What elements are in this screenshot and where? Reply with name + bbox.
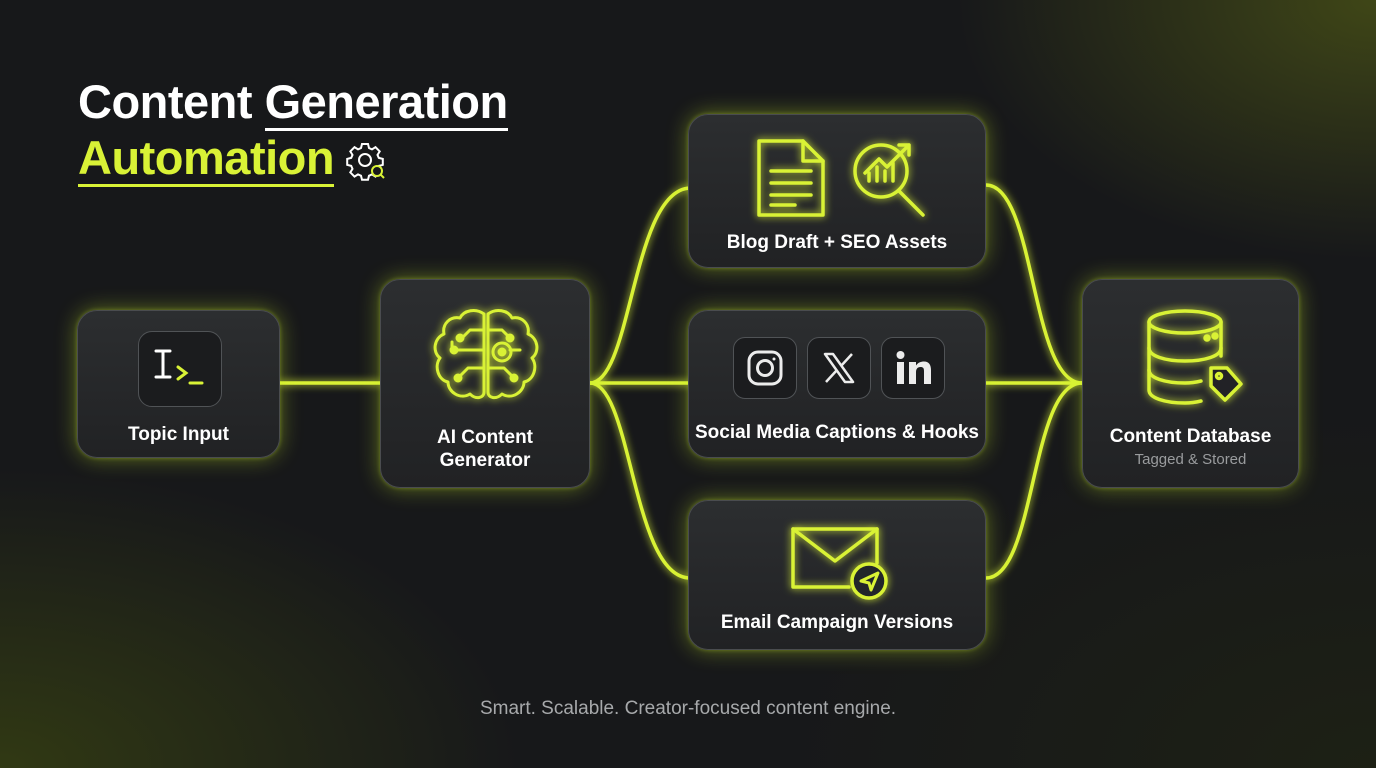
- title-underlined: Generation: [264, 75, 508, 131]
- topic-input-label: Topic Input: [128, 424, 229, 445]
- wire-email-to-db: [984, 381, 1084, 580]
- database-label: Content Database: [1109, 426, 1272, 447]
- social-label: Social Media Captions & Hooks: [695, 422, 979, 443]
- gear-icon: [346, 143, 385, 181]
- page-title: Content Generation Automation: [78, 74, 508, 187]
- brain-circuit-icon: [433, 309, 539, 400]
- document-icon: [757, 139, 825, 217]
- wire-ai-to-blog: [588, 186, 692, 385]
- title-highlight: Automation: [78, 131, 335, 187]
- database-sublabel: Tagged & Stored: [1134, 451, 1247, 468]
- blog-label: Blog Draft + SEO Assets: [726, 232, 948, 253]
- ai-generator-node[interactable]: AI Content Generator: [380, 279, 590, 488]
- blog-node[interactable]: Blog Draft + SEO Assets: [688, 114, 986, 268]
- database-node[interactable]: Content Database Tagged & Stored: [1082, 279, 1299, 488]
- x-tile[interactable]: [807, 337, 871, 399]
- email-label: Email Campaign Versions: [720, 612, 954, 633]
- email-node[interactable]: Email Campaign Versions: [688, 500, 986, 650]
- wire-blog-to-db: [984, 183, 1084, 385]
- database-tag-icon: [1147, 309, 1243, 405]
- tagline: Smart. Scalable. Creator-focused content…: [479, 698, 897, 719]
- title-plain: Content: [78, 75, 265, 128]
- seo-growth-magnifier-icon: [853, 143, 925, 217]
- linkedin-icon: [896, 351, 931, 384]
- instagram-tile[interactable]: [733, 337, 797, 399]
- social-node[interactable]: Social Media Captions & Hooks: [688, 310, 986, 458]
- envelope-send-icon: [791, 527, 888, 600]
- linkedin-tile[interactable]: [881, 337, 945, 399]
- instagram-icon: [747, 350, 783, 386]
- topic-input-node[interactable]: Topic Input: [77, 310, 280, 458]
- text-cursor-terminal-icon: [154, 349, 204, 385]
- x-icon: [823, 352, 855, 384]
- wire-ai-to-email: [588, 381, 692, 580]
- ai-generator-label: AI Content Generator: [436, 427, 534, 471]
